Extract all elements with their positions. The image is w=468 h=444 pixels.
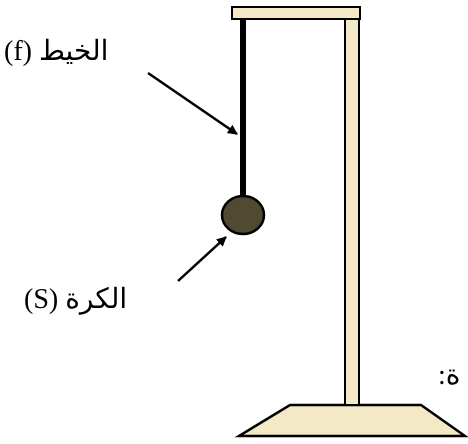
stand-beam [231, 6, 361, 20]
stand-post [344, 8, 360, 406]
ball-label: الكرة (S) [24, 284, 127, 315]
thread-pointer-arrow [147, 71, 238, 136]
cut-off-text-fragment: ة: [438, 360, 460, 391]
ball [220, 194, 266, 236]
thread-label: الخيط (f) [4, 36, 108, 67]
stand-base [234, 403, 468, 438]
ball-pointer-arrow [177, 236, 227, 282]
